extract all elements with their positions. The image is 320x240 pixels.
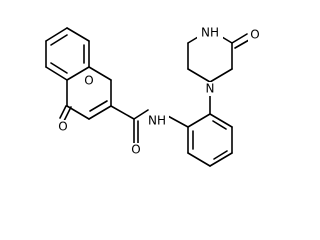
bond xyxy=(50,62,68,74)
bond xyxy=(88,66,112,81)
bond xyxy=(59,105,67,119)
bond xyxy=(212,120,227,130)
atom-nh-amide: NH xyxy=(148,114,166,128)
bond xyxy=(187,68,211,83)
atom-background xyxy=(129,143,143,157)
atom-background xyxy=(197,26,223,40)
atom-background xyxy=(56,120,70,134)
bond xyxy=(66,27,90,42)
atom-nh-piperazine: NH xyxy=(201,26,219,40)
atom-o-amide: O xyxy=(131,143,140,157)
atom-background xyxy=(145,114,169,128)
bond xyxy=(63,106,72,122)
bond xyxy=(234,39,250,49)
bond xyxy=(88,105,112,120)
bond xyxy=(50,34,68,46)
atom-o-ketone-chromone: O xyxy=(58,120,67,134)
atom-background xyxy=(248,28,262,42)
bond xyxy=(45,27,68,42)
bond xyxy=(45,66,68,81)
bond xyxy=(187,113,211,128)
molecule-diagram: O O NH O NH O N xyxy=(45,25,262,167)
bond xyxy=(66,66,90,81)
atom-o-piperazinone: O xyxy=(250,28,259,42)
atom-background xyxy=(82,74,96,88)
bond xyxy=(209,113,233,128)
bond xyxy=(209,68,233,83)
structure-svg: O O NH O NH O N xyxy=(45,25,262,167)
bond xyxy=(110,105,135,120)
bond xyxy=(165,114,189,128)
atom-n-piperazine: N xyxy=(206,82,215,96)
atom-o-ring: O xyxy=(84,74,93,88)
bond xyxy=(133,109,149,120)
atom-background xyxy=(203,82,217,96)
bond xyxy=(231,33,248,44)
bond xyxy=(89,100,108,112)
bond xyxy=(209,152,233,167)
bond xyxy=(213,150,228,160)
bond xyxy=(187,152,211,167)
